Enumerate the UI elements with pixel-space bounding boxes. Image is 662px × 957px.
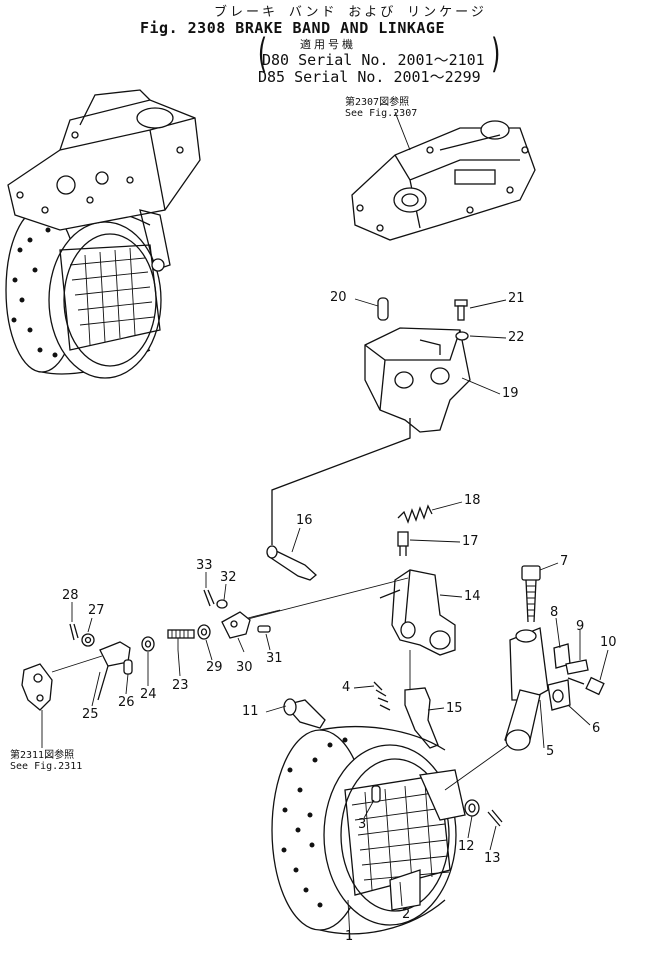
callout-6: 6 — [592, 721, 601, 736]
nut-29-icon — [197, 624, 211, 640]
brake-band-1-icon — [271, 726, 466, 935]
yoke-30-icon — [221, 609, 281, 639]
callout-1: 1 — [345, 929, 354, 944]
bolt-10-icon — [567, 676, 605, 696]
callout-16: 16 — [296, 513, 313, 528]
callout-25: 25 — [82, 707, 99, 722]
pin-3-icon — [371, 785, 381, 803]
reference-fig-2307: 第2307図参照 See Fig.2307 — [345, 97, 417, 119]
pin-26-icon — [123, 659, 133, 675]
callout-9: 9 — [576, 619, 585, 634]
washer-22-icon — [455, 331, 469, 341]
grease-fitting-17-icon — [397, 531, 409, 556]
pin-20-icon — [377, 297, 389, 321]
ref-2307-jp: 第2307図参照 — [345, 97, 410, 108]
bracket-14-icon — [243, 569, 456, 690]
callout-19: 19 — [502, 386, 519, 401]
title-japanese: ブレーキ バンド および リンケージ — [214, 5, 487, 20]
callout-20: 20 — [330, 290, 347, 305]
cotter-pin-33-icon — [203, 589, 215, 607]
callout-24: 24 — [140, 687, 157, 702]
ref-2311-en: See Fig.2311 — [10, 761, 83, 772]
ref-2307-en: See Fig.2307 — [345, 108, 418, 119]
callout-7: 7 — [560, 554, 569, 569]
serial-d80: D80 Serial No. 2001～2101 — [262, 51, 485, 69]
cotter-pin-13-icon — [487, 809, 503, 827]
cotter-pin-28-icon — [69, 623, 79, 641]
nut-24-icon — [141, 636, 155, 652]
callout-17: 17 — [462, 534, 479, 549]
callout-4: 4 — [342, 680, 351, 695]
linkage-part-left-icon — [21, 655, 103, 748]
housing-assembly-right-icon — [351, 111, 536, 241]
callout-15: 15 — [446, 701, 463, 716]
bracket-19-icon — [364, 327, 471, 433]
pin-31-icon — [257, 625, 271, 633]
bolt-21-icon — [454, 299, 468, 321]
clevis-25-icon — [97, 641, 131, 701]
washer-12-icon — [464, 799, 480, 817]
washer-27-icon — [81, 633, 95, 647]
callout-8: 8 — [550, 605, 559, 620]
figure-title: Fig. 2308 BRAKE BAND AND LINKAGE — [140, 19, 445, 37]
callout-13: 13 — [484, 851, 501, 866]
rod-5-icon — [444, 627, 549, 791]
serial-d85: D85 Serial No. 2001～2299 — [258, 68, 481, 86]
bolt-23-icon — [167, 629, 195, 650]
callout-21: 21 — [508, 291, 525, 306]
paren-left-icon: ( — [254, 31, 270, 77]
callout-31: 31 — [266, 651, 283, 666]
block-6-icon — [547, 679, 571, 711]
reference-fig-2311: 第2311図参照 See Fig.2311 — [10, 750, 82, 772]
leader-lines — [71, 298, 609, 941]
callout-26: 26 — [118, 695, 135, 710]
plate-9-icon — [565, 659, 589, 675]
ref-2311-jp: 第2311図参照 — [10, 750, 75, 761]
lever-15-icon — [404, 687, 439, 749]
bolt-7-icon — [521, 565, 541, 623]
callout-12: 12 — [458, 839, 475, 854]
rod-16-icon — [266, 418, 411, 581]
callout-32: 32 — [220, 570, 237, 585]
spring-18-icon — [397, 504, 433, 524]
callout-18: 18 — [464, 493, 481, 508]
callout-29: 29 — [206, 660, 223, 675]
callout-14: 14 — [464, 589, 481, 604]
callout-10: 10 — [600, 635, 617, 650]
callout-2: 2 — [402, 907, 411, 922]
callout-28: 28 — [62, 588, 79, 603]
callout-23: 23 — [172, 678, 189, 693]
callout-5: 5 — [546, 744, 555, 759]
paren-right-icon: ) — [488, 31, 504, 77]
callout-3: 3 — [358, 817, 367, 832]
spring-4-icon — [373, 681, 391, 711]
pin-11-icon — [283, 698, 326, 729]
callout-30: 30 — [236, 660, 253, 675]
callout-11: 11 — [242, 704, 259, 719]
washer-32-icon — [216, 599, 228, 609]
callout-27: 27 — [88, 603, 105, 618]
housing-assembly-left-icon — [5, 89, 201, 379]
applicable-models-label: 適用号機 — [300, 38, 356, 51]
callout-22: 22 — [508, 330, 525, 345]
callout-33: 33 — [196, 558, 213, 573]
